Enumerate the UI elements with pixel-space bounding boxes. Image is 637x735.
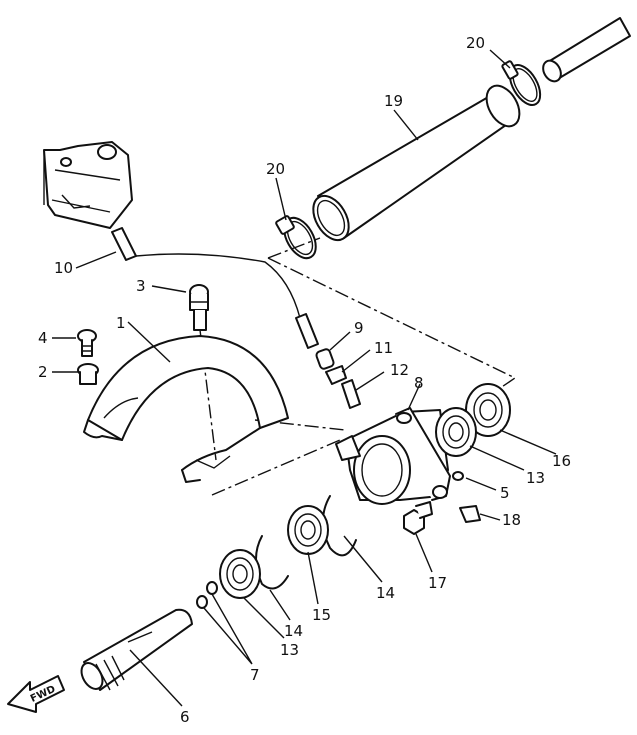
part-labels: 1 2 3 4 5 6 7 8 9 10 11 12 13 13 14 14 1… — [38, 34, 571, 726]
o-ring-5 — [452, 471, 464, 481]
engine-housing-fragment — [43, 141, 133, 229]
screw-4 — [77, 329, 97, 357]
label-part-5: 5 — [500, 484, 510, 502]
bearing-15 — [287, 505, 329, 555]
label-part-18: 18 — [502, 511, 521, 529]
hose-fittings — [315, 348, 361, 409]
label-part-1: 1 — [116, 314, 126, 332]
label-part-8: 8 — [414, 374, 424, 392]
label-part-4: 4 — [38, 329, 48, 347]
label-part-19: 19 — [384, 92, 403, 110]
grease-nipple — [189, 284, 209, 331]
fwd-arrow-icon: FWD — [7, 675, 65, 713]
label-part-2: 2 — [38, 363, 48, 381]
leader-lines — [52, 49, 557, 707]
bolt-17 — [403, 501, 433, 535]
label-part-7: 7 — [250, 666, 260, 684]
cover-half-shell — [83, 335, 289, 483]
hose-clamp-upper — [501, 60, 542, 106]
bearing-13-upper — [435, 407, 477, 457]
drive-shaft-lower — [80, 608, 193, 691]
bearing-housing — [335, 407, 451, 505]
label-part-10: 10 — [54, 259, 73, 277]
hose-clamp-lower — [275, 215, 317, 260]
bellows-tube — [312, 84, 521, 242]
label-part-15: 15 — [312, 606, 331, 624]
circlip-14-upper — [322, 495, 357, 557]
label-part-12: 12 — [390, 361, 409, 379]
label-part-20-lower: 20 — [266, 160, 285, 178]
label-part-13-lower: 13 — [280, 641, 299, 659]
label-part-14-lower: 14 — [284, 622, 303, 640]
drive-shaft-upper — [542, 17, 631, 83]
label-part-11: 11 — [374, 339, 393, 357]
label-part-20-upper: 20 — [466, 34, 485, 52]
label-part-17: 17 — [428, 574, 447, 592]
bearing-16 — [465, 383, 511, 437]
bearing-13-lower — [219, 549, 261, 599]
label-part-3: 3 — [136, 277, 146, 295]
label-part-16: 16 — [552, 452, 571, 470]
label-part-9: 9 — [354, 319, 364, 337]
o-rings-7 — [196, 581, 218, 609]
label-part-13-upper: 13 — [526, 469, 545, 487]
label-part-6: 6 — [180, 708, 190, 726]
label-part-14-upper: 14 — [376, 584, 395, 602]
circlip-14-lower — [255, 535, 289, 590]
clip-18 — [459, 505, 481, 523]
water-hose — [111, 227, 319, 349]
collar-2 — [77, 363, 99, 385]
